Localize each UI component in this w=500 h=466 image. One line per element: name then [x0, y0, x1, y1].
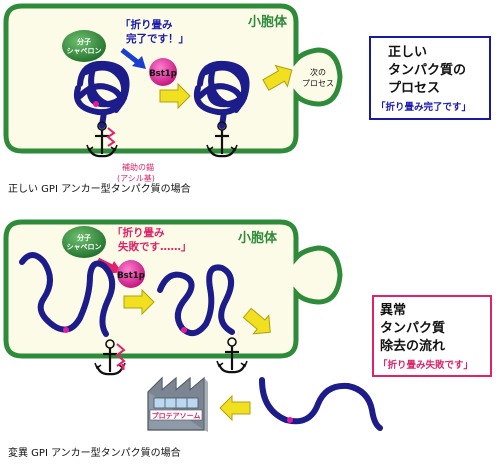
bst1p-label-bottom: Bst1p [117, 271, 145, 281]
info-box-bottom: 異常 タンパク質 除去の流れ 「折り畳み失敗です」 [372, 295, 492, 377]
bst1p-top: Bst1p [149, 58, 177, 86]
yellow-arrow-icon-bottom-3 [219, 395, 251, 421]
info-top-line-2: タンパク質の [388, 62, 466, 78]
info-bottom-line-1: 異常 [380, 302, 406, 318]
chaperone-label-bottom-1: 分子 [77, 233, 91, 242]
speech-bottom-2: 失敗です……」 [118, 240, 192, 253]
chaperone-label-top-2: シャペロン [67, 47, 102, 55]
chaperone-label-top-1: 分子 [77, 37, 91, 46]
info-bottom-line-2: タンパク質 [380, 320, 445, 336]
bottom-panel: 小胞体 分子 シャペロン 「折り畳み 失敗です……」 Bst1p [3, 219, 492, 459]
anchor-note-2: (アシル基) [117, 173, 155, 183]
caption-top: 正しい GPI アンカー型タンパク質の場合 [8, 182, 191, 195]
exiting-protein [259, 377, 383, 431]
info-box-top: 正しい タンパク質の プロセス 「折り畳み完了です」 [369, 36, 491, 120]
folded-protein-2 [194, 60, 250, 129]
bst1p-label-top: Bst1p [149, 69, 177, 79]
speech-top-2: 完了です！」 [126, 32, 189, 45]
gpi-site-exit [287, 417, 293, 423]
gpi-site-top-1 [93, 101, 99, 107]
proteasome-icon: プロテアソーム [147, 376, 208, 432]
bst1p-bottom: Bst1p [117, 260, 145, 288]
speech-top-1: 「折り畳み [120, 18, 173, 31]
info-top-line-3: プロセス [388, 81, 440, 96]
er-label-top: 小胞体 [248, 14, 288, 30]
misfolded-protein-2 [157, 264, 235, 337]
folded-protein-1 [74, 60, 130, 129]
info-top-sub: 「折り畳み完了です」 [376, 101, 471, 113]
misfolded-protein-1 [19, 252, 116, 337]
chaperone-bottom: 分子 シャペロン [62, 226, 106, 258]
proteasome-label: プロテアソーム [152, 411, 201, 420]
info-bottom-line-3: 除去の流れ [380, 338, 445, 354]
chaperone-label-bottom-2: シャペロン [67, 243, 102, 251]
acyl-chain-bottom-icon [115, 343, 126, 367]
next-process-1: 次の [310, 67, 326, 77]
info-top-line-1: 正しい [388, 45, 427, 60]
gpi-site-bottom-1 [63, 327, 69, 333]
blue-arrowhead-icon [132, 56, 146, 69]
speech-bottom-1: 「折り畳み [112, 226, 165, 239]
info-bottom-sub: 「折り畳み失敗です」 [378, 359, 473, 371]
chaperone-top: 分子 シャペロン [62, 30, 106, 62]
acyl-chain-icon [106, 127, 116, 147]
gpi-site-bottom-2 [181, 327, 187, 333]
er-label-bottom: 小胞体 [238, 230, 278, 246]
caption-bottom: 変異 GPI アンカー型タンパク質の場合 [8, 446, 181, 459]
top-panel: 小胞体 分子 シャペロン 「折り畳み 完了です！」 Bst1p [3, 3, 491, 195]
anchor-note-1: 補助の錨 [122, 162, 154, 172]
next-process-2: プロセス [302, 79, 334, 88]
